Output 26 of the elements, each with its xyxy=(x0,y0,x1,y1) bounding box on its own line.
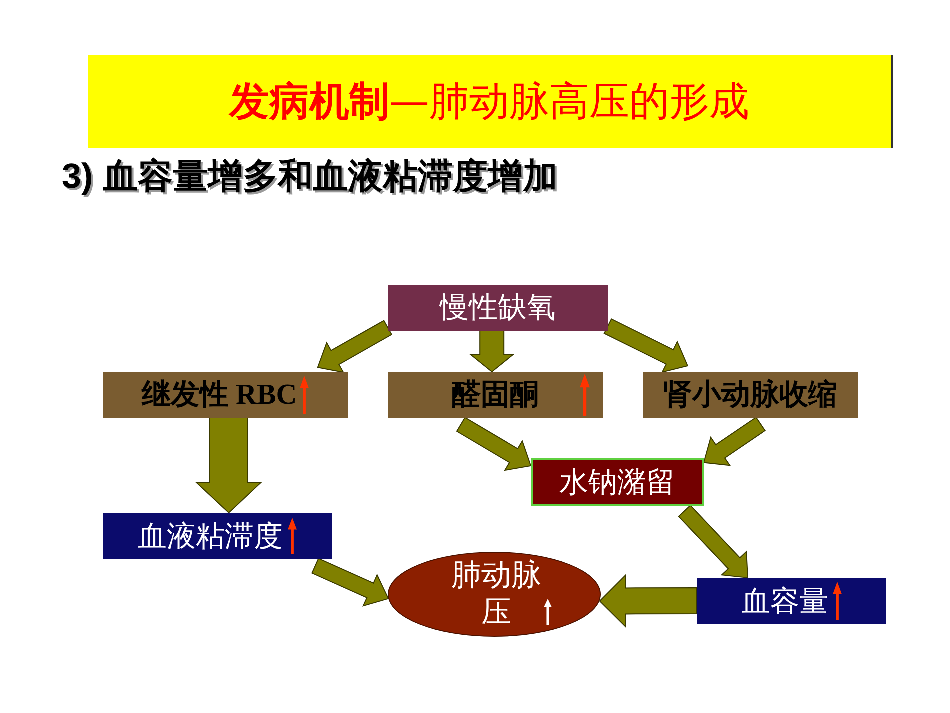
process-box xyxy=(103,372,348,418)
node-label: 慢性缺氧 xyxy=(440,290,556,326)
block-arrow xyxy=(196,418,262,514)
block-arrow xyxy=(599,574,698,628)
process-box xyxy=(531,458,704,506)
block-arrow xyxy=(317,320,393,374)
node-label: 肾小动脉收缩 xyxy=(664,378,838,412)
node-label: 血液粘滞度 xyxy=(138,518,283,554)
process-box xyxy=(643,372,858,418)
node-label: 血容量 xyxy=(742,584,828,618)
node-label: 肺动脉压 xyxy=(450,558,542,632)
process-box xyxy=(103,513,332,559)
process-box xyxy=(388,285,608,331)
block-arrow xyxy=(604,318,689,374)
title-text: 发病机制—肺动脉高压的形成 xyxy=(230,78,750,126)
block-arrow xyxy=(470,330,515,373)
node-label: 继发性 RBC xyxy=(142,378,298,412)
section-heading: 3) 血容量增多和血液粘滞度增加 xyxy=(62,156,558,198)
process-box xyxy=(388,372,603,418)
node-label: 水钠潴留 xyxy=(560,464,676,500)
block-arrow xyxy=(678,504,749,579)
block-arrow xyxy=(312,558,390,607)
block-arrow xyxy=(703,416,766,466)
process-box xyxy=(697,578,886,624)
block-arrow xyxy=(456,417,532,472)
node-label: 醛固酮 xyxy=(452,378,539,412)
